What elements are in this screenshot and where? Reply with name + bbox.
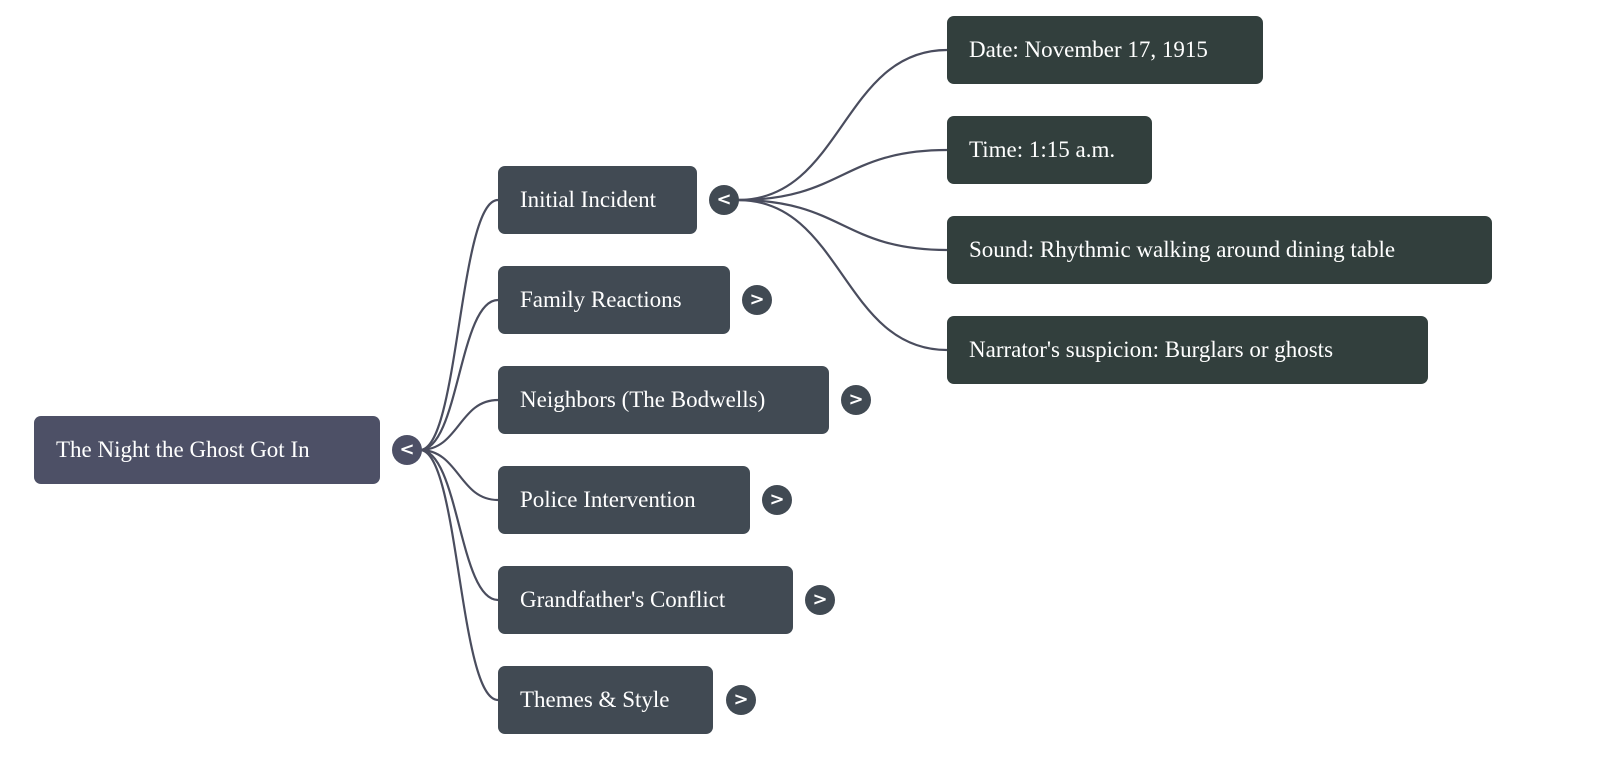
root-branch-link	[419, 298, 499, 452]
detail-suspicion[interactable]: Narrator's suspicion: Burglars or ghosts	[947, 316, 1428, 384]
branch-family-reactions[interactable]: Family Reactions	[498, 266, 730, 334]
branch-initial-incident-toggle[interactable]: <	[709, 185, 739, 215]
branch-detail-link	[737, 148, 948, 202]
branch-themes-style[interactable]: Themes & Style	[498, 666, 713, 734]
branch-police-intervention-toggle[interactable]: >	[762, 485, 792, 515]
branch-grandfathers-conflict[interactable]: Grandfather's Conflict	[498, 566, 793, 634]
detail-time[interactable]: Time: 1:15 a.m.	[947, 116, 1152, 184]
root-node[interactable]: The Night the Ghost Got In	[34, 416, 380, 484]
branch-themes-style-toggle[interactable]: >	[726, 685, 756, 715]
root-branch-link	[419, 398, 499, 452]
branch-grandfathers-conflict-toggle[interactable]: >	[805, 585, 835, 615]
root-branch-link	[419, 448, 499, 702]
branch-family-reactions-toggle[interactable]: >	[742, 285, 772, 315]
detail-sound[interactable]: Sound: Rhythmic walking around dining ta…	[947, 216, 1492, 284]
root-branch-link	[419, 198, 499, 452]
branch-detail-link	[737, 198, 948, 252]
branch-initial-incident[interactable]: Initial Incident	[498, 166, 697, 234]
detail-date[interactable]: Date: November 17, 1915	[947, 16, 1263, 84]
root-branch-link	[419, 448, 499, 602]
branch-neighbors-toggle[interactable]: >	[841, 385, 871, 415]
root-branch-link	[419, 448, 499, 502]
branch-police-intervention[interactable]: Police Intervention	[498, 466, 750, 534]
branch-detail-link	[737, 48, 948, 202]
branch-neighbors[interactable]: Neighbors (The Bodwells)	[498, 366, 829, 434]
root-collapse-toggle[interactable]: <	[392, 435, 422, 465]
branch-detail-link	[737, 198, 948, 352]
